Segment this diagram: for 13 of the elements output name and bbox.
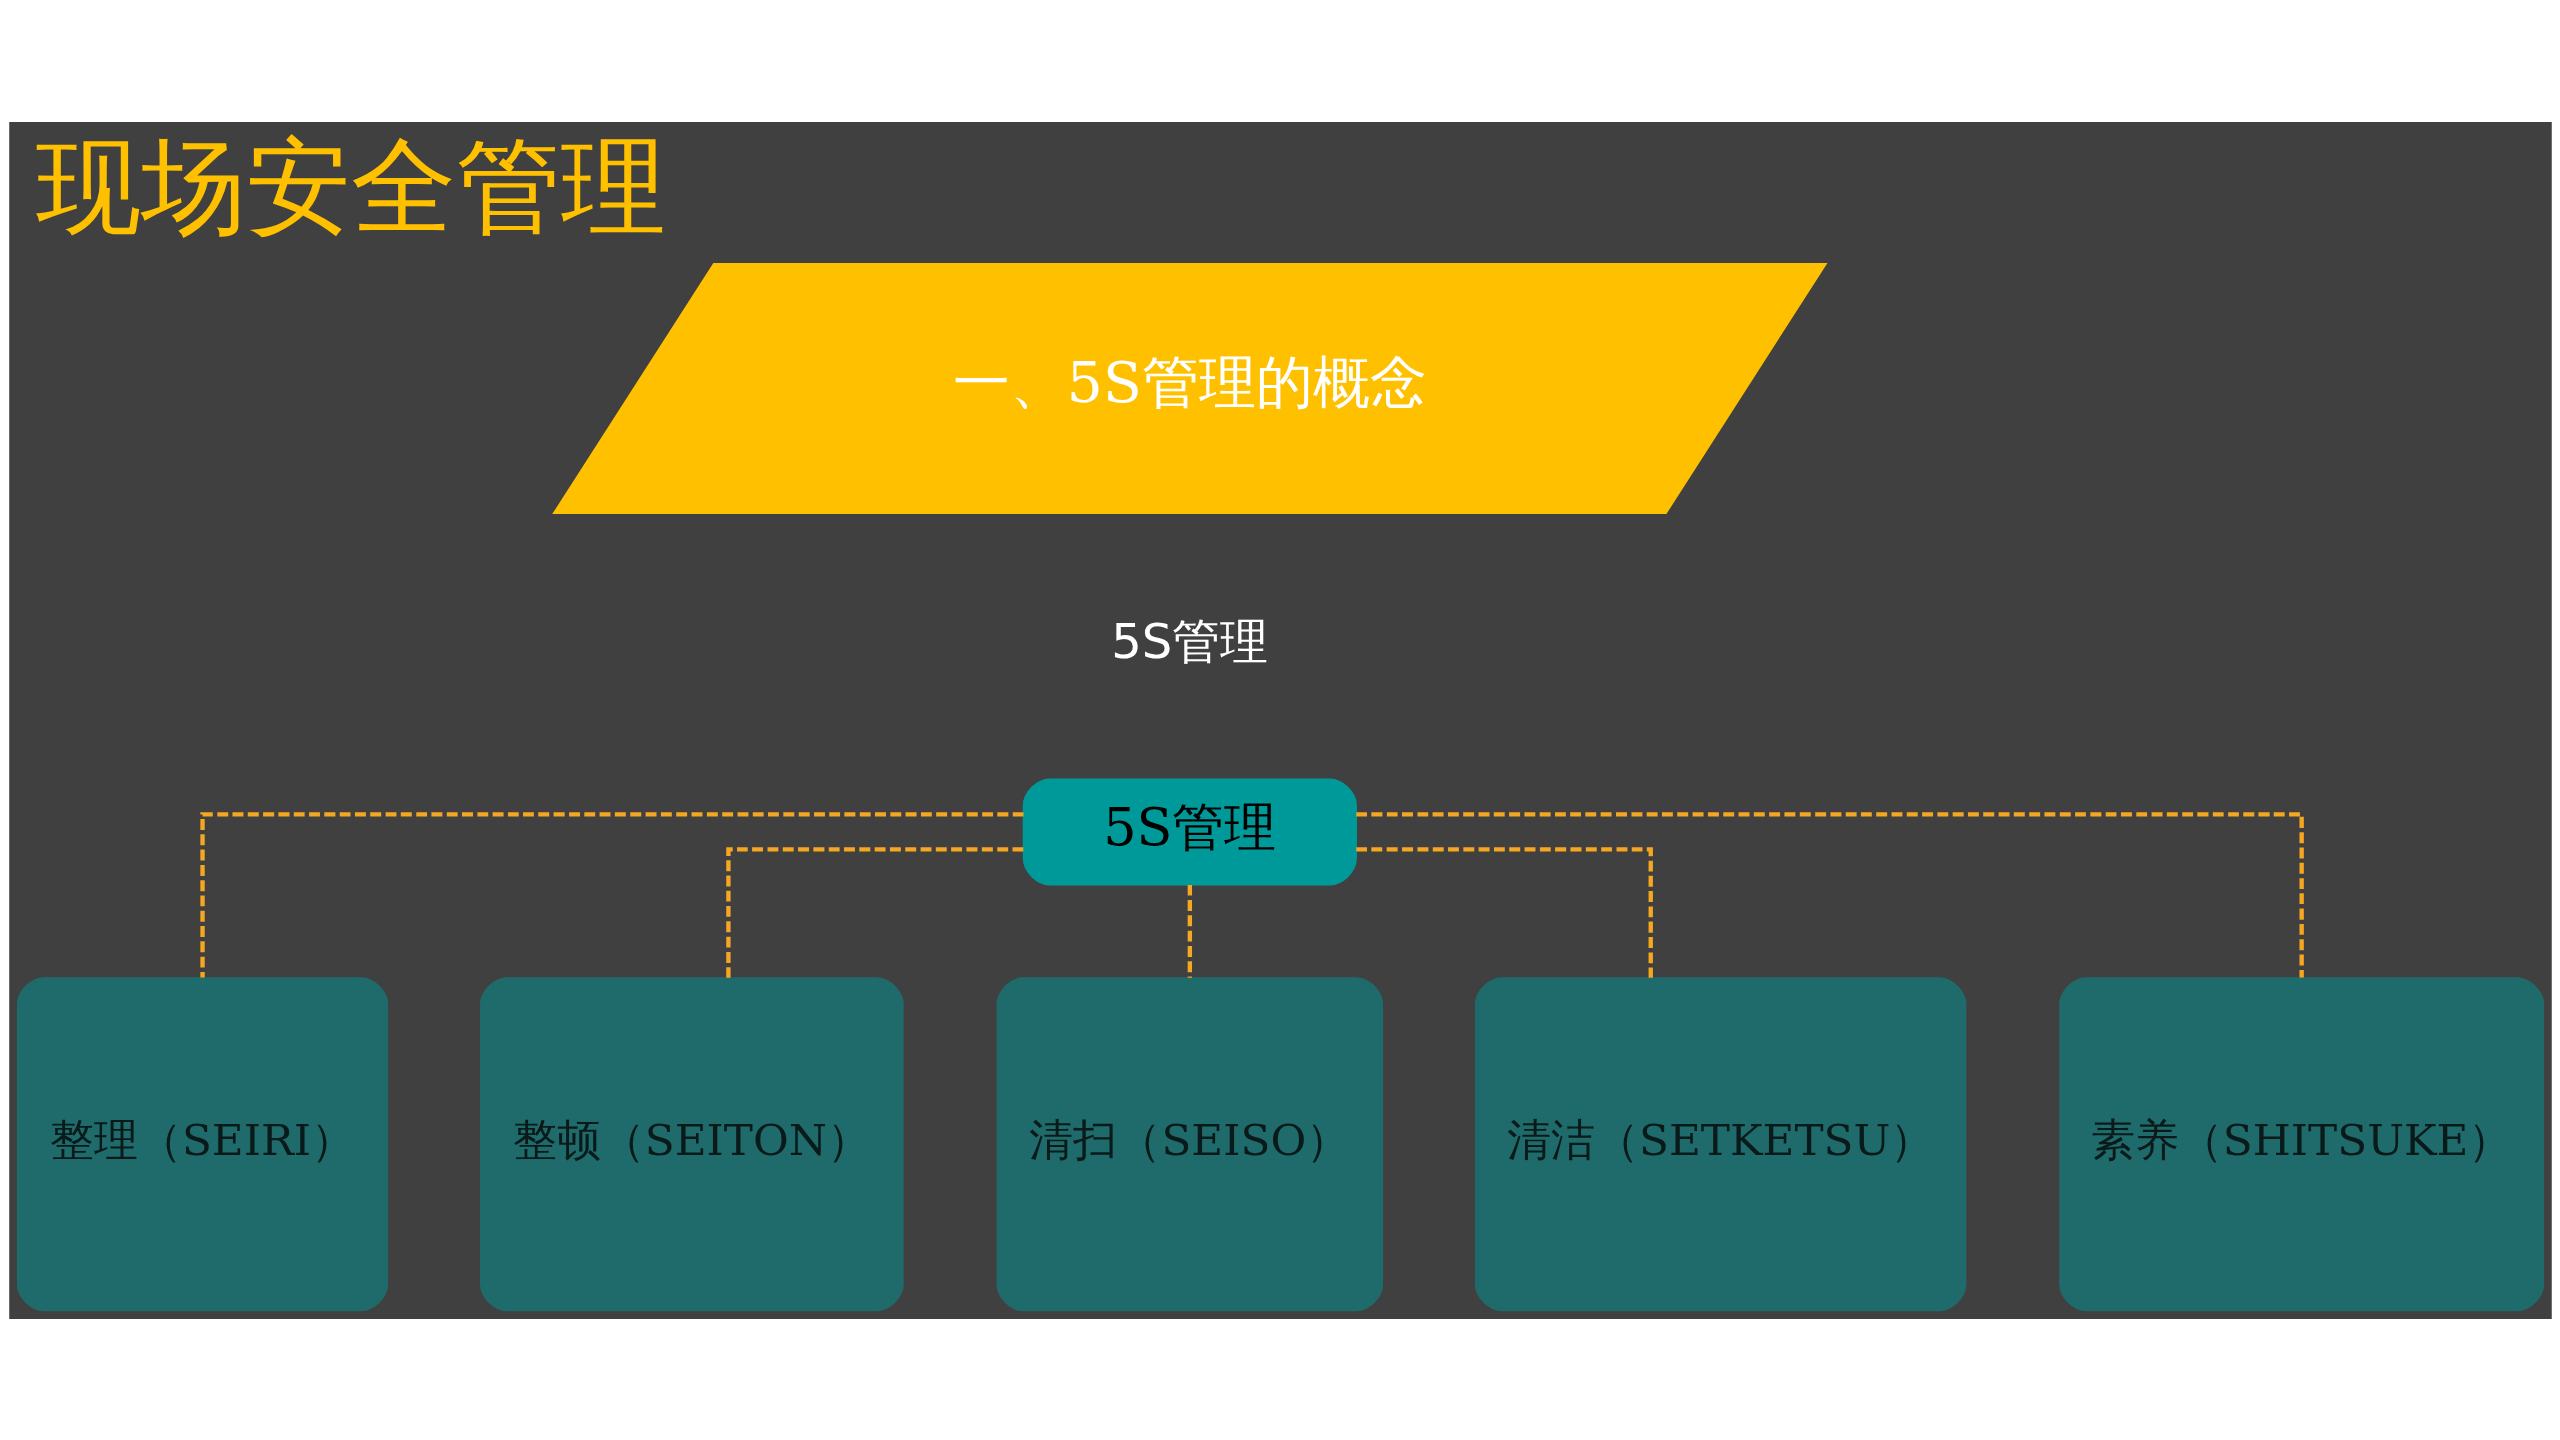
node-box: 清洁（SETKETSU） bbox=[1474, 976, 1966, 1311]
diagram-title: 现场安全管理 bbox=[35, 125, 666, 248]
connector bbox=[1187, 884, 1192, 978]
connector bbox=[199, 811, 1023, 977]
node-box: 5S管理 bbox=[1022, 777, 1357, 885]
node-box: 整理（SEIRI） bbox=[16, 976, 388, 1311]
node-box: 清扫（SEISO） bbox=[996, 976, 1383, 1311]
connector bbox=[1355, 846, 1653, 978]
node-box: 素养（SHITSUKE） bbox=[2058, 976, 2544, 1311]
connector bbox=[1355, 811, 2304, 977]
connector bbox=[725, 846, 1023, 978]
node-box: 整顿（SEITON） bbox=[479, 976, 904, 1311]
label: 5S管理 bbox=[1110, 612, 1268, 669]
